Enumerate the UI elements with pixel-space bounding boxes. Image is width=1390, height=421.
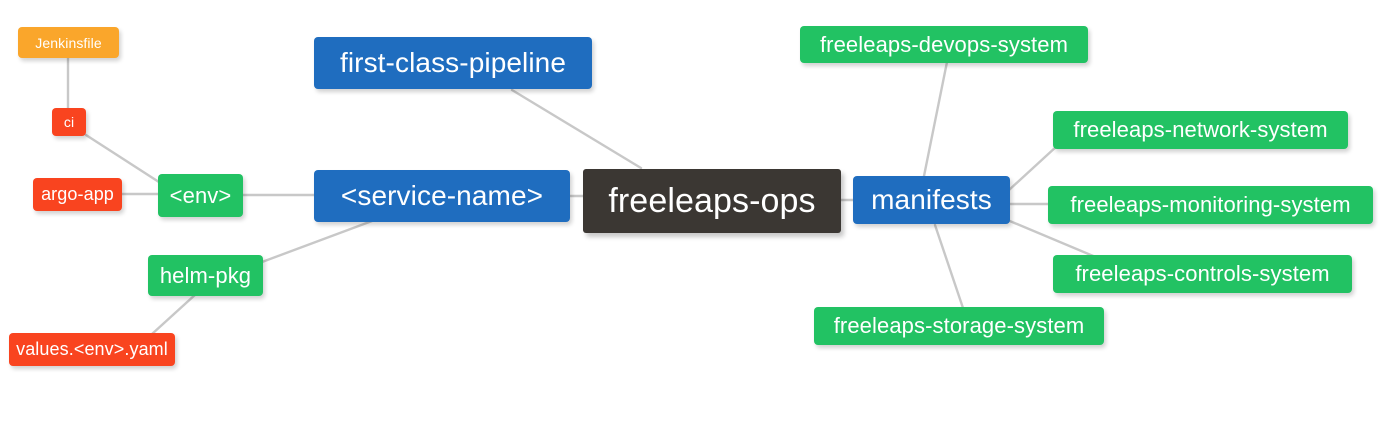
node-freeleaps-ops[interactable]: freeleaps-ops <box>583 169 841 233</box>
edge-valuesyaml-helmpkg <box>150 292 198 336</box>
node-helm-pkg[interactable]: helm-pkg <box>148 255 263 296</box>
node-manifests[interactable]: manifests <box>853 176 1010 224</box>
edge-firstclasspipeline-root <box>510 88 643 170</box>
node-label: ci <box>63 114 75 130</box>
edge-manifests-devopssystem <box>922 60 949 178</box>
edge-manifests-storagesystem <box>933 223 965 310</box>
node-label: freeleaps-storage-system <box>833 313 1085 338</box>
node-freeleaps-monitoring-system[interactable]: freeleaps-monitoring-system <box>1048 186 1373 224</box>
node-label: argo-app <box>41 184 114 204</box>
node-freeleaps-devops-system[interactable]: freeleaps-devops-system <box>800 26 1088 63</box>
node-label: values.<env>.yaml <box>16 339 168 359</box>
node-values-env-yaml[interactable]: values.<env>.yaml <box>9 333 175 366</box>
node-label: freeleaps-monitoring-system <box>1070 192 1351 217</box>
node-label: freeleaps-network-system <box>1073 117 1328 142</box>
node-freeleaps-controls-system[interactable]: freeleaps-controls-system <box>1053 255 1352 293</box>
node-label: freeleaps-controls-system <box>1075 261 1330 286</box>
node-ci[interactable]: ci <box>52 108 86 136</box>
node-first-class-pipeline[interactable]: first-class-pipeline <box>314 37 592 89</box>
node-freeleaps-storage-system[interactable]: freeleaps-storage-system <box>814 307 1104 345</box>
node-label: <service-name> <box>340 180 544 211</box>
node-label: helm-pkg <box>159 262 252 288</box>
node-label: freeleaps-ops <box>608 181 816 220</box>
node-env[interactable]: <env> <box>158 174 243 217</box>
node-service-name[interactable]: <service-name> <box>314 170 570 222</box>
edge-manifests-networksystem <box>1007 144 1059 192</box>
node-label: freeleaps-devops-system <box>819 31 1069 57</box>
node-label: <env> <box>169 182 232 208</box>
edge-ci-env <box>84 133 164 186</box>
node-label: manifests <box>871 184 992 215</box>
node-jenkinsfile[interactable]: Jenkinsfile <box>18 27 119 58</box>
node-label: Jenkinsfile <box>35 34 102 51</box>
edge-manifests-controlssystem <box>1003 217 1100 260</box>
node-label: first-class-pipeline <box>339 47 567 78</box>
node-argo-app[interactable]: argo-app <box>33 178 122 211</box>
node-freeleaps-network-system[interactable]: freeleaps-network-system <box>1053 111 1348 149</box>
edge-helmpkg-servicename <box>260 219 374 264</box>
